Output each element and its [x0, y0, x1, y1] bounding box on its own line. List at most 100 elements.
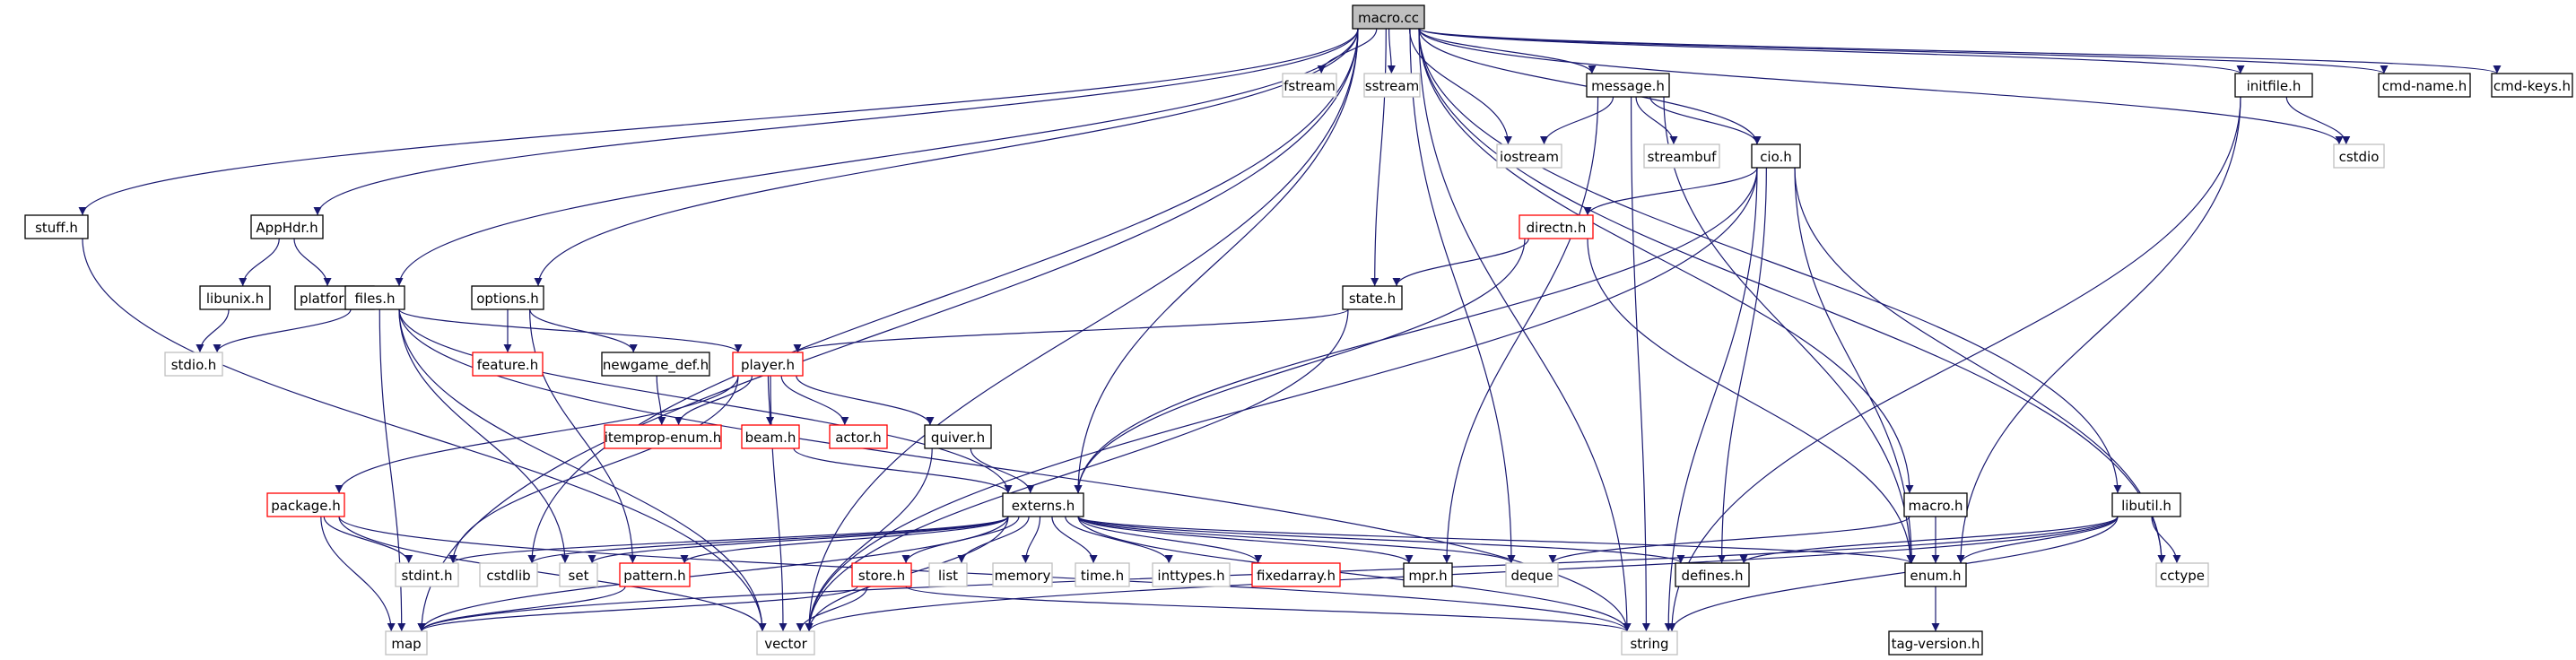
edge-externs_h-to-memory [1021, 516, 1041, 564]
node-package-h[interactable]: package.h [266, 492, 345, 517]
node-cio-h[interactable]: cio.h [1751, 143, 1801, 169]
node-stuff-h[interactable]: stuff.h [24, 214, 89, 239]
node-label-feature-h: feature.h [477, 357, 538, 373]
edge-macro_cc-to-initfile_h [1418, 28, 2245, 74]
edge-group-macro_h-deque [1548, 516, 1910, 564]
node-cmd-name-h[interactable]: cmd-name.h [2378, 73, 2471, 98]
edge-message_h-to-string [1631, 96, 1650, 632]
node-message-h[interactable]: message.h [1586, 73, 1670, 98]
edge-group-macro_cc-files_h [395, 28, 1359, 287]
edge-group-files_h-vector [398, 308, 767, 632]
node-label-string: string [1630, 636, 1668, 652]
edge-libutil_h-to-defines_h [1739, 516, 2119, 564]
edge-stuff_h-to-vector [82, 238, 767, 632]
node-directn-h[interactable]: directn.h [1519, 214, 1594, 239]
node-box-string [1621, 630, 1678, 656]
node-quiver-h[interactable]: quiver.h [924, 424, 992, 449]
edge-group-cio_h-string [1664, 167, 1758, 632]
node-inttypes-h[interactable]: inttypes.h [1152, 562, 1231, 587]
node-cmd-keys-h[interactable]: cmd-keys.h [2491, 73, 2573, 98]
node-files-h[interactable]: files.h [344, 285, 405, 310]
node-memory[interactable]: memory [992, 562, 1053, 587]
edge-cio_h-to-string [1664, 167, 1758, 632]
node-itemprop-enum-h[interactable]: itemprop-enum.h [604, 424, 722, 449]
edge-group-files_h-stdio_h [213, 308, 352, 353]
node-list[interactable]: list [928, 562, 968, 587]
edge-libutil_h-to-enum_h [1956, 516, 2119, 564]
edge-group-externs_h-inttypes_h [1065, 516, 1173, 564]
edge-group-quiver_h-externs_h [970, 447, 1035, 494]
node-stdio-h[interactable]: stdio.h [164, 352, 223, 377]
node-mpr-h[interactable]: mpr.h [1403, 562, 1453, 587]
node-cstdio[interactable]: cstdio [2333, 143, 2385, 169]
node-cstdlib[interactable]: cstdlib [479, 562, 538, 587]
node-box-macro-cc [1352, 4, 1425, 30]
node-cctype[interactable]: cctype [2155, 562, 2209, 587]
node-libunix-h[interactable]: libunix.h [199, 285, 271, 310]
node-label-player-h: player.h [741, 357, 795, 373]
node-label-state-h: state.h [1349, 291, 1396, 307]
node-box-package-h [266, 492, 345, 517]
node-label-streambuf: streambuf [1648, 149, 1718, 165]
node-deque[interactable]: deque [1505, 562, 1559, 587]
node-apphdr-h[interactable]: AppHdr.h [250, 214, 324, 239]
node-state-h[interactable]: state.h [1342, 285, 1403, 310]
edge-group-files_h-set [398, 308, 570, 564]
node-box-stdio-h [164, 352, 223, 377]
node-label-macro-cc: macro.cc [1358, 10, 1419, 26]
node-label-defines-h: defines.h [1681, 568, 1743, 584]
edge-externs_h-to-map [417, 516, 1009, 632]
node-stdint-h[interactable]: stdint.h [395, 562, 459, 587]
node-pattern-h[interactable]: pattern.h [619, 562, 691, 587]
node-time-h[interactable]: time.h [1075, 562, 1130, 587]
node-initfile-h[interactable]: initfile.h [2234, 73, 2313, 98]
edge-group-externs_h-stdint_h [448, 516, 1009, 564]
node-vector[interactable]: vector [756, 630, 815, 656]
node-label-newgame-def-h: newgame_def.h [603, 357, 709, 374]
edge-group-macro_cc-cmd_keys_h [1418, 28, 2502, 74]
node-label-list: list [938, 568, 958, 584]
node-beam-h[interactable]: beam.h [741, 424, 800, 449]
node-box-fstream [1282, 73, 1337, 98]
edge-player_h-to-actor_h [780, 375, 849, 426]
node-enum-h[interactable]: enum.h [1904, 562, 1967, 587]
node-libutil-h[interactable]: libutil.h [2111, 492, 2181, 517]
edge-group-externs_h-map [417, 516, 1009, 632]
node-store-h[interactable]: store.h [851, 562, 912, 587]
node-box-newgame-def-h [601, 352, 710, 377]
edge-group-store_h-vector [796, 586, 868, 632]
node-map[interactable]: map [385, 630, 428, 656]
edge-group-cio_h-defines_h [1718, 167, 1767, 564]
node-macro-h[interactable]: macro.h [1903, 492, 1968, 517]
node-actor-h[interactable]: actor.h [829, 424, 888, 449]
edge-group-macro_cc-deque [1409, 28, 1516, 564]
node-box-files-h [344, 285, 405, 310]
node-options-h[interactable]: options.h [471, 285, 544, 310]
node-fstream[interactable]: fstream [1282, 73, 1337, 98]
node-newgame-def-h[interactable]: newgame_def.h [601, 352, 710, 377]
edge-macro_cc-to-state_h [1371, 28, 1387, 287]
node-label-cstdlib: cstdlib [486, 568, 530, 584]
edge-group-macro_cc-message_h [1418, 28, 1597, 74]
node-string[interactable]: string [1621, 630, 1678, 656]
node-streambuf[interactable]: streambuf [1643, 143, 1720, 169]
edge-group-libutil_h-vector [805, 516, 2119, 632]
edge-libutil_h-to-vector [805, 516, 2119, 632]
edge-state_h-to-vector [805, 308, 1349, 632]
node-fixedarray-h[interactable]: fixedarray.h [1251, 562, 1341, 587]
node-feature-h[interactable]: feature.h [472, 352, 544, 377]
node-set[interactable]: set [559, 562, 598, 587]
edge-files_h-to-player_h [398, 308, 743, 353]
node-tag-version-h[interactable]: tag-version.h [1888, 630, 1983, 656]
node-label-apphdr-h: AppHdr.h [256, 220, 318, 236]
node-defines-h[interactable]: defines.h [1675, 562, 1750, 587]
edge-group-message_h-streambuf [1635, 96, 1678, 145]
node-sstream[interactable]: sstream [1363, 73, 1421, 98]
node-iostream[interactable]: iostream [1496, 143, 1562, 169]
node-player-h[interactable]: player.h [732, 352, 804, 377]
node-box-cmd-keys-h [2491, 73, 2573, 98]
edge-macro_cc-to-files_h [395, 28, 1359, 287]
edge-package_h-to-string [338, 516, 1632, 632]
node-externs-h[interactable]: externs.h [1002, 492, 1084, 517]
node-box-player-h [732, 352, 804, 377]
